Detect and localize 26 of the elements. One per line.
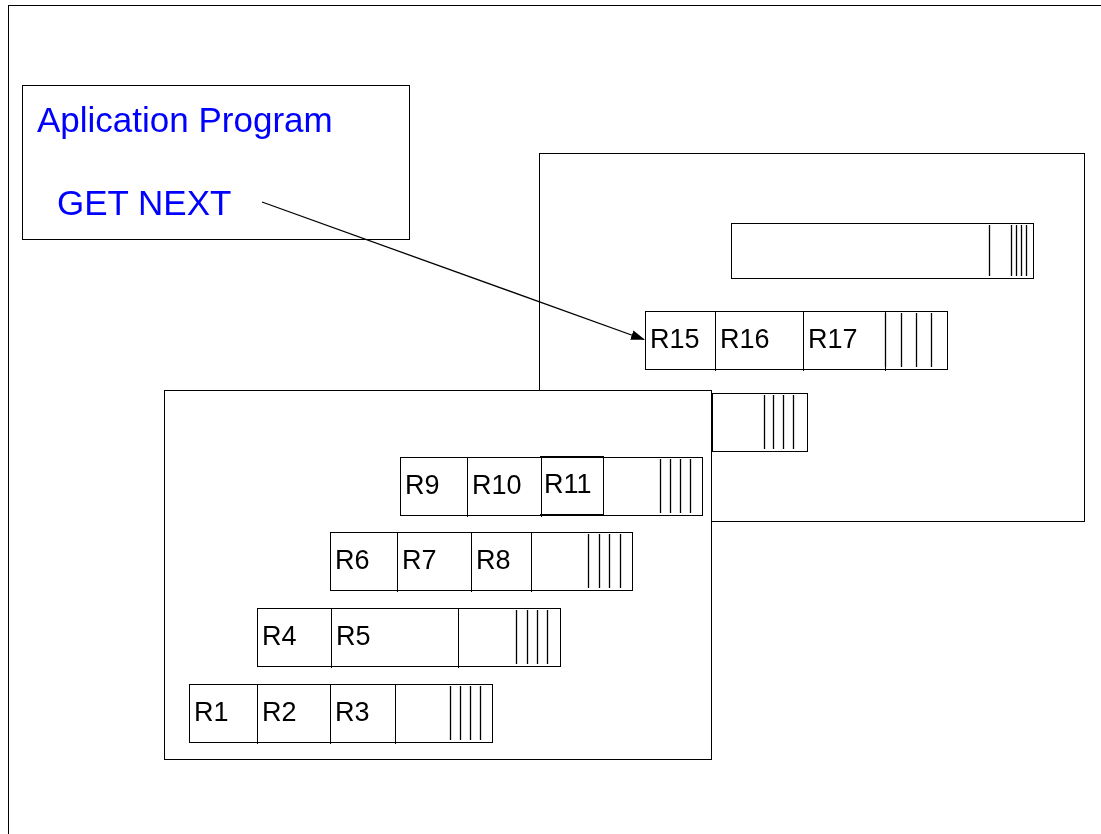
record-row xyxy=(400,457,703,516)
command-label: GET NEXT xyxy=(51,181,263,225)
data-page xyxy=(164,390,712,760)
record-cell: R9 xyxy=(401,458,468,517)
program-box xyxy=(22,85,410,240)
record-cell: R5 xyxy=(332,609,459,668)
record-cell: R1 xyxy=(190,685,258,744)
record-cell: R16 xyxy=(716,312,804,371)
record-row xyxy=(645,311,948,370)
record-row xyxy=(257,608,561,667)
record-cell: R10 xyxy=(468,458,542,517)
record-row xyxy=(712,393,808,452)
record-row xyxy=(731,223,1034,279)
record-cell: R11 xyxy=(540,456,604,515)
record-cell: R8 xyxy=(472,533,532,592)
record-cell: R6 xyxy=(331,533,398,592)
record-cell: R3 xyxy=(331,685,396,744)
record-row xyxy=(330,532,633,591)
record-cell: R4 xyxy=(258,609,332,668)
record-cell: R15 xyxy=(646,312,716,371)
record-row xyxy=(189,684,493,743)
record-cell: R2 xyxy=(258,685,331,744)
arrow xyxy=(261,201,645,341)
record-cell: R17 xyxy=(804,312,886,371)
box-title: Aplication Program xyxy=(37,100,333,140)
record-cell: R7 xyxy=(398,533,472,592)
